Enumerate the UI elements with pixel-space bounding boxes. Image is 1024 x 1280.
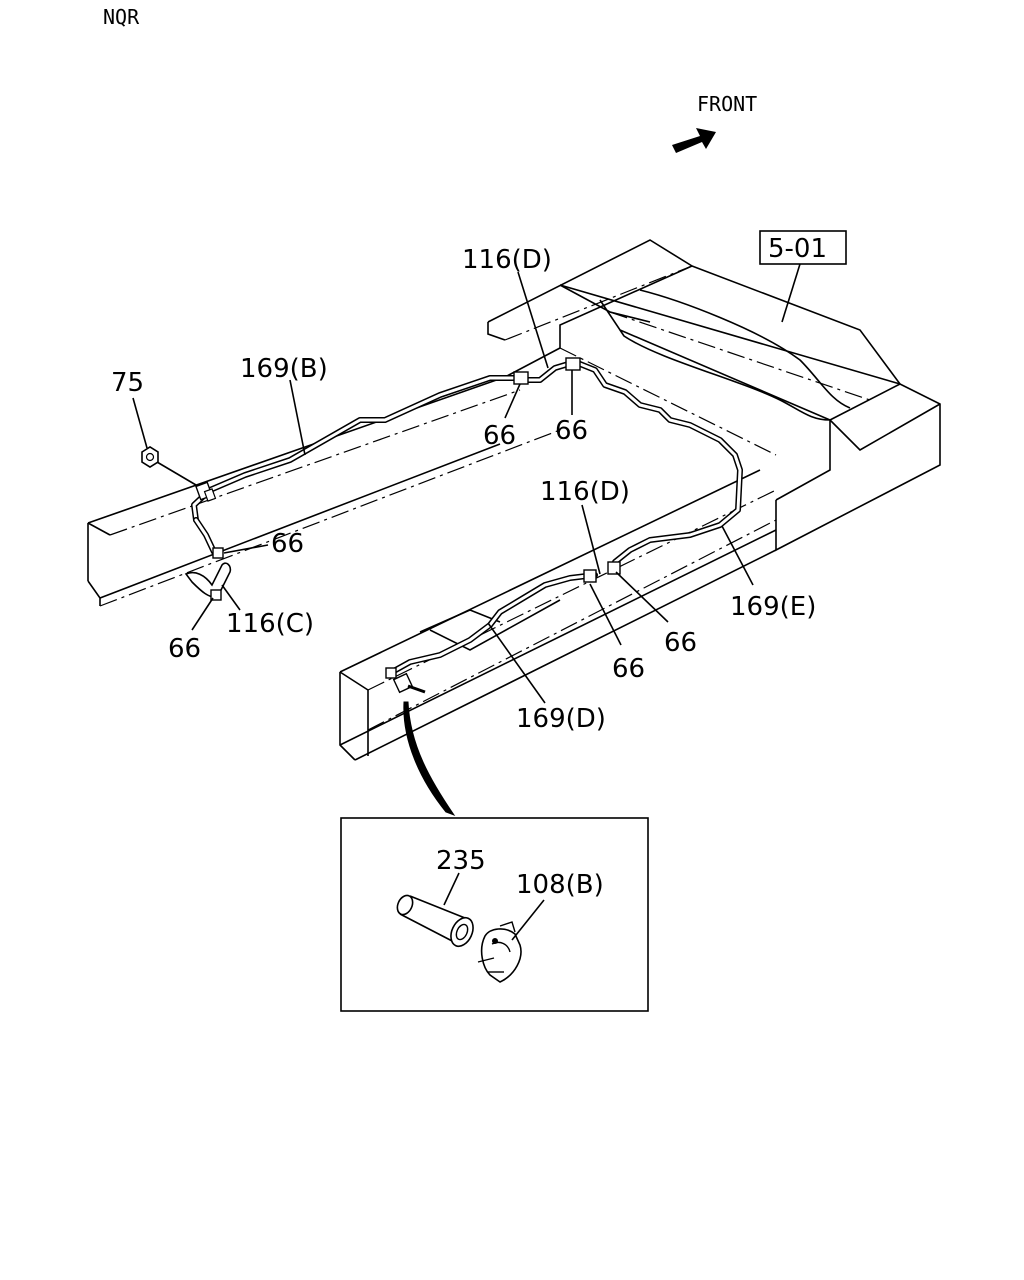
callout-108b: 108(B) — [516, 870, 604, 900]
callout-66-e: 66 — [664, 628, 697, 658]
callout-169e: 169(E) — [730, 592, 816, 622]
callout-66-a: 66 — [483, 421, 516, 451]
callout-66-f: 66 — [612, 654, 645, 684]
detail-pointer-icon — [403, 701, 456, 817]
chassis-frame — [87, 239, 941, 761]
callout-116d-lower: 116(D) — [540, 477, 630, 507]
reference-box: 5-01 — [759, 230, 847, 265]
callout-116d-upper: 116(D) — [462, 245, 552, 275]
reference-leader — [781, 263, 801, 323]
front-arrow-icon — [672, 128, 716, 153]
callout-leaders — [132, 271, 754, 704]
nut-75-icon — [141, 446, 159, 468]
callout-116c: 116(C) — [226, 609, 314, 639]
callout-169b: 169(B) — [240, 354, 328, 384]
detail-box: 235 108(B) — [340, 817, 649, 1012]
clip-108b-icon — [477, 921, 522, 983]
callout-75: 75 — [111, 368, 144, 398]
svg-text:5-01: 5-01 — [768, 234, 827, 264]
front-label: FRONT — [697, 92, 757, 116]
model-label: NQR — [103, 5, 140, 29]
callout-66-d: 66 — [168, 634, 201, 664]
sleeve-235-icon — [396, 894, 474, 948]
clip-fittings — [195, 357, 621, 694]
callout-169d: 169(D) — [516, 704, 606, 734]
callout-235: 235 — [436, 846, 486, 876]
callout-66-b: 66 — [555, 416, 588, 446]
hose-116c — [184, 562, 232, 598]
callout-66-c: 66 — [271, 529, 304, 559]
